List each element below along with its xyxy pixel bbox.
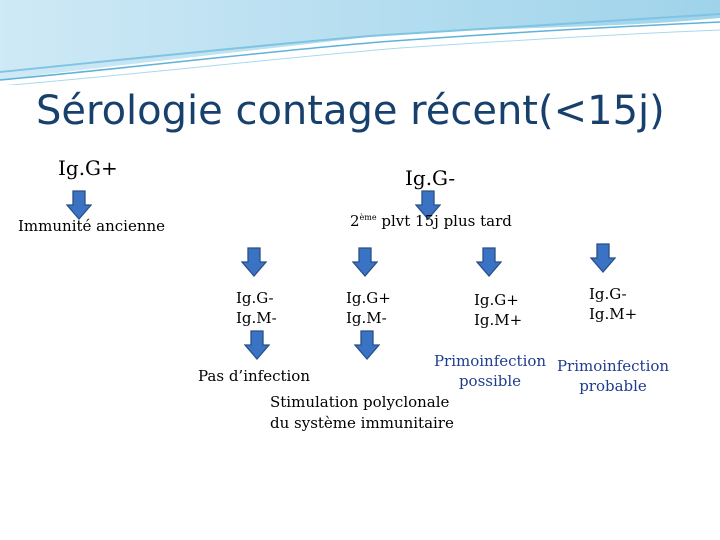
arrow-down-icon — [354, 330, 380, 360]
second-sample-text: 2ème plvt 15j plus tard — [350, 212, 512, 230]
arrow-down-icon — [352, 247, 378, 277]
arrow-down-icon — [590, 243, 616, 273]
arrow-down-icon — [241, 247, 267, 277]
decorative-wave-header — [0, 0, 720, 85]
result-igg-neg-igm-pos: Ig.G-Ig.M+ — [589, 285, 638, 323]
result-igg-pos-igm-neg: Ig.G+Ig.M- — [346, 289, 391, 327]
immunite-ancienne-text: Immunité ancienne — [18, 217, 166, 235]
igg-positive-label: Ig.G+ — [58, 156, 118, 180]
pas-infection-text: Pas d’infection — [198, 367, 311, 385]
result-igg-neg-igm-neg: Ig.G-Ig.M- — [236, 289, 277, 327]
arrow-down-icon — [476, 247, 502, 277]
arrow-down-icon — [66, 190, 92, 220]
result-igg-pos-igm-pos: Ig.G+Ig.M+ — [474, 291, 523, 329]
arrow-down-icon — [415, 190, 441, 220]
igg-negative-label: Ig.G- — [405, 166, 456, 190]
arrow-down-icon — [244, 330, 270, 360]
page-title: Sérologie contage récent(<15j) — [36, 88, 665, 134]
